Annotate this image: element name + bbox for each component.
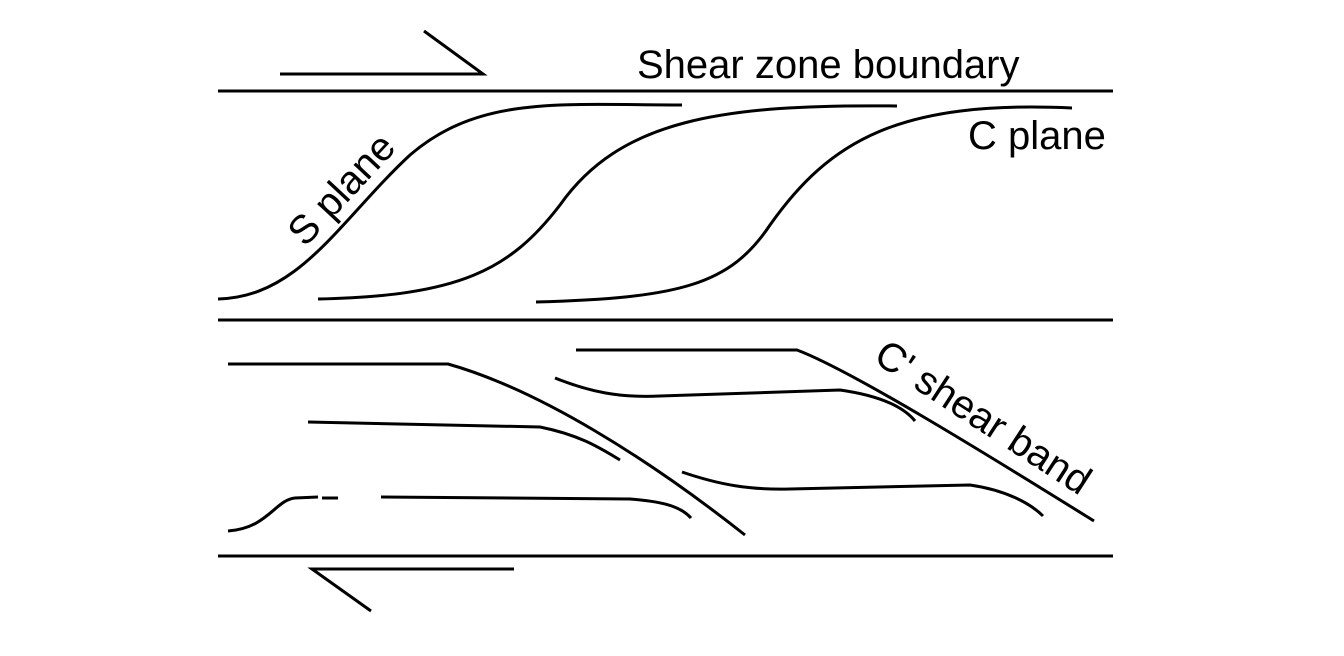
- foliation-segment-4: [227, 495, 319, 533]
- shear-zone-boundary-label: Shear zone boundary: [637, 43, 1020, 87]
- foliation-segment-3: [681, 470, 1045, 518]
- foliation-segment-1: [307, 420, 621, 462]
- s-plane-label: S plane: [279, 125, 404, 254]
- foliation-segment-2: [554, 376, 917, 422]
- upper-shear-sense-arrow: [280, 29, 488, 76]
- s-plane-curve-3: [535, 105, 1073, 304]
- c-prime-shear-band-label: C' shear band: [867, 332, 1099, 504]
- foliation-segment-6: [380, 495, 693, 520]
- s-plane-curve-2: [317, 104, 898, 301]
- lower-shear-sense-arrow: [307, 567, 514, 613]
- s-plane-curve-1: [217, 102, 683, 301]
- c-prime-shear-band-1: [228, 362, 746, 537]
- c-prime-shear-band-2: [576, 348, 1095, 523]
- c-plane-label: C plane: [968, 114, 1106, 158]
